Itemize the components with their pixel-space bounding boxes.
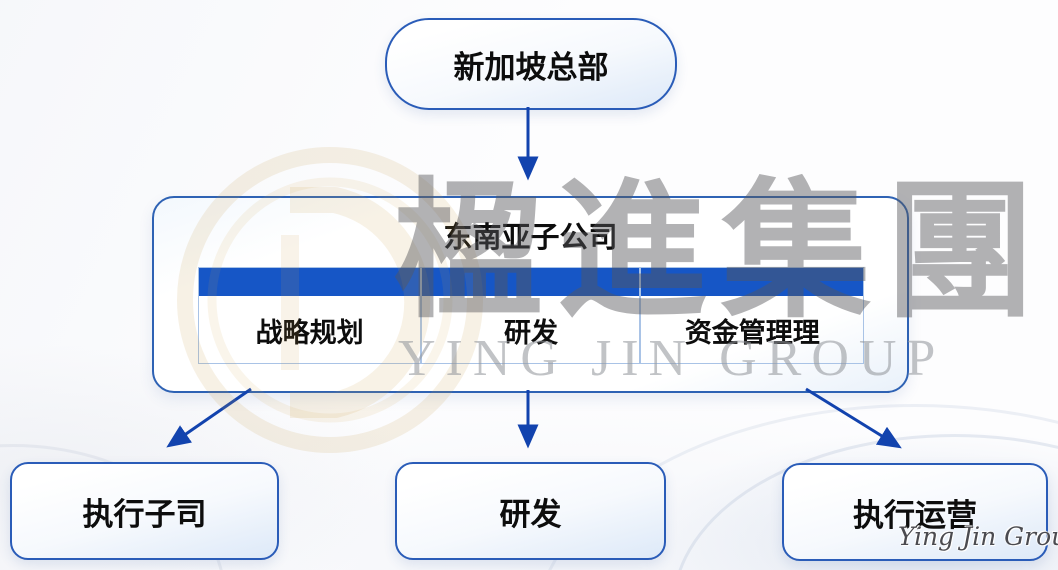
subsidiary-title: 东南亚子公司: [443, 222, 618, 254]
department-cell-rnd: 研发: [503, 318, 558, 348]
table-divider: [639, 268, 641, 363]
arrow-subsidiary-to-right: [805, 387, 902, 449]
arrow-subsidiary-to-left: [166, 387, 252, 448]
signature-watermark: Ying Jin Group: [898, 522, 1058, 551]
department-cell-strategy: 战略规划: [255, 318, 364, 348]
node-branch-middle: 研发: [395, 462, 666, 560]
node-headquarters: 新加坡总部: [385, 18, 677, 110]
node-subsidiary-card: 东南亚子公司 战略规划 研发 资金管理理: [152, 196, 909, 393]
department-row: 战略规划 研发 资金管理理: [199, 296, 863, 365]
node-branch-middle-label: 研发: [499, 496, 562, 532]
node-branch-left-label: 执行子司: [82, 496, 207, 532]
department-cell-funds: 资金管理理: [684, 318, 820, 348]
department-table: 战略规划 研发 资金管理理: [198, 267, 864, 364]
node-headquarters-label: 新加坡总部: [453, 49, 609, 85]
table-divider: [420, 268, 422, 363]
node-branch-left: 执行子司: [10, 462, 279, 560]
department-table-header-bar: [199, 268, 863, 296]
